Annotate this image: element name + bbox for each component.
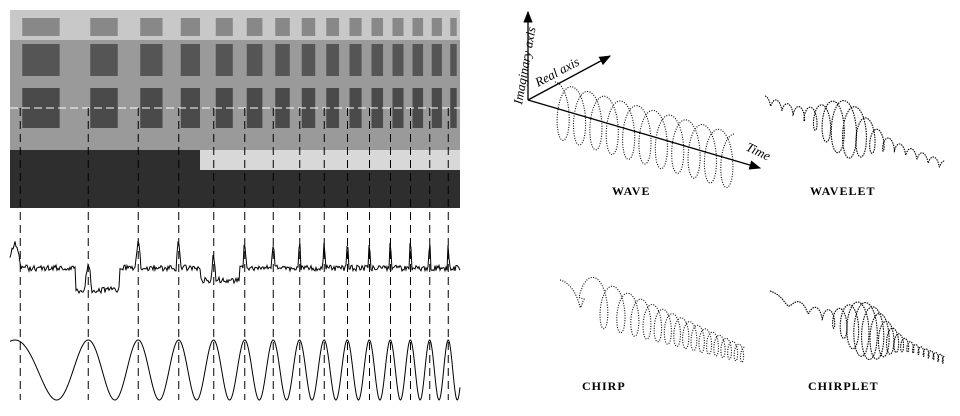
window xyxy=(275,18,290,36)
window xyxy=(412,18,424,36)
window xyxy=(246,18,263,36)
window xyxy=(392,18,404,36)
window xyxy=(180,18,200,36)
window xyxy=(215,18,233,36)
window xyxy=(326,44,340,76)
window xyxy=(301,44,316,76)
window xyxy=(275,88,290,128)
chirp-helix xyxy=(559,276,745,363)
window xyxy=(349,18,362,36)
chirplet-helix xyxy=(769,290,945,364)
window xyxy=(450,18,457,36)
window xyxy=(90,18,118,36)
window xyxy=(326,88,340,128)
window xyxy=(450,88,457,128)
window xyxy=(371,44,384,76)
imaginary-axis-label: Imaginary axis xyxy=(510,26,539,107)
window xyxy=(450,44,457,76)
peak-guides xyxy=(19,108,449,400)
window xyxy=(301,18,316,36)
time-axis-label: Time xyxy=(744,139,773,163)
window xyxy=(349,44,362,76)
wavelet-label: WAVELET xyxy=(810,184,875,198)
real-axis xyxy=(527,55,612,101)
chirplet-label: CHIRPLET xyxy=(808,379,879,393)
building-photo xyxy=(10,10,460,208)
window xyxy=(301,88,316,128)
wave-label: WAVE xyxy=(612,184,650,198)
window xyxy=(22,18,60,36)
window xyxy=(412,44,424,76)
window xyxy=(275,44,290,76)
window xyxy=(215,44,233,76)
wavelet-helix xyxy=(764,95,945,168)
window xyxy=(431,44,442,76)
window xyxy=(431,18,442,36)
window xyxy=(22,44,60,76)
chirp-label: CHIRP xyxy=(582,379,626,393)
window xyxy=(392,44,404,76)
window xyxy=(90,44,118,76)
window xyxy=(140,44,163,76)
window xyxy=(140,88,163,128)
window xyxy=(326,18,340,36)
chirp-signal xyxy=(9,339,461,401)
time-axis xyxy=(527,99,762,170)
window xyxy=(215,88,233,128)
window xyxy=(371,18,384,36)
window xyxy=(349,88,362,128)
wave-helix xyxy=(554,81,735,189)
window xyxy=(140,18,163,36)
scanline-intensity-signal xyxy=(9,240,461,295)
window xyxy=(180,44,200,76)
window xyxy=(412,88,424,128)
window xyxy=(246,44,263,76)
